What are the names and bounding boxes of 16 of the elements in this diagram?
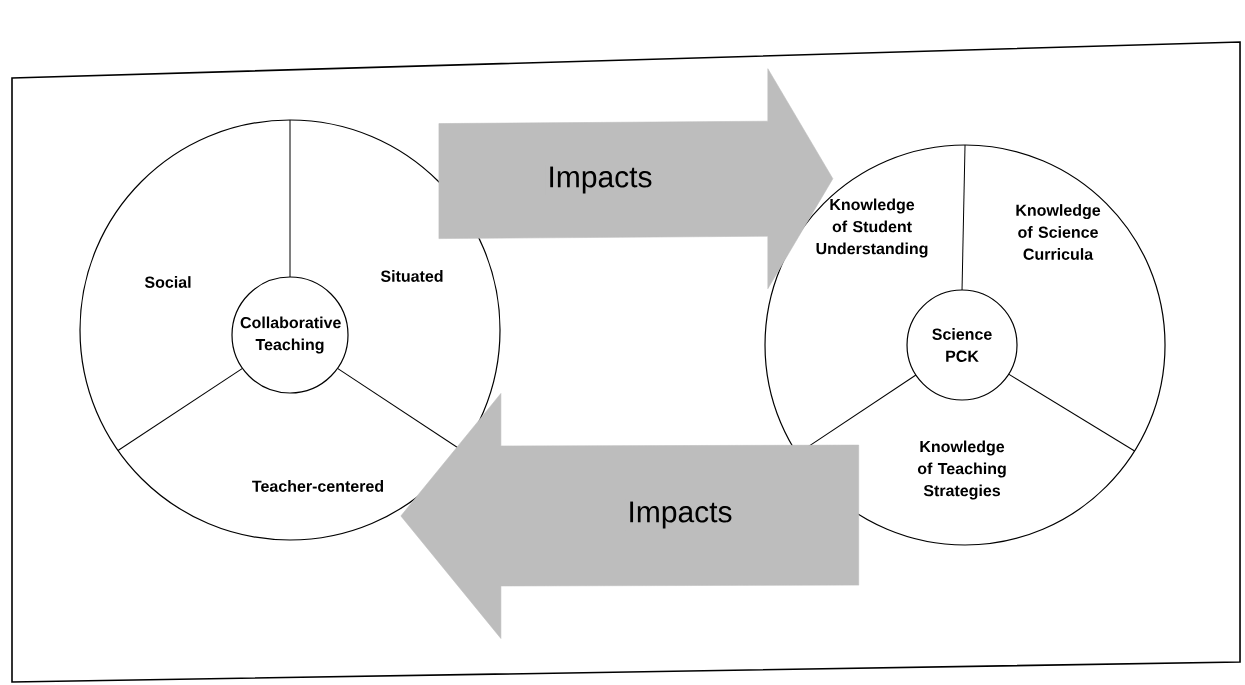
circle-label: Science PCK	[932, 328, 992, 362]
circle-label: Collaborative Teaching	[240, 316, 341, 354]
circle	[764, 144, 1166, 546]
edge-label: Impacts	[550, 166, 652, 194]
circle	[79, 119, 501, 541]
sector-label: Teacher-centered	[252, 480, 384, 492]
sector-label: Knowledge of Science Curricula	[1016, 204, 1101, 260]
sector-label: Knowledge of Student Understanding	[816, 198, 928, 258]
edge-label: Impacts	[630, 501, 732, 529]
circle	[231, 276, 349, 394]
block-arrow	[400, 393, 859, 639]
sector-label: Knowledge of Teaching Strategies	[917, 440, 1006, 500]
circle	[906, 289, 1018, 401]
sector-label: Situated	[380, 270, 443, 282]
block-arrow	[438, 68, 834, 289]
sector-label: Social	[144, 276, 191, 288]
